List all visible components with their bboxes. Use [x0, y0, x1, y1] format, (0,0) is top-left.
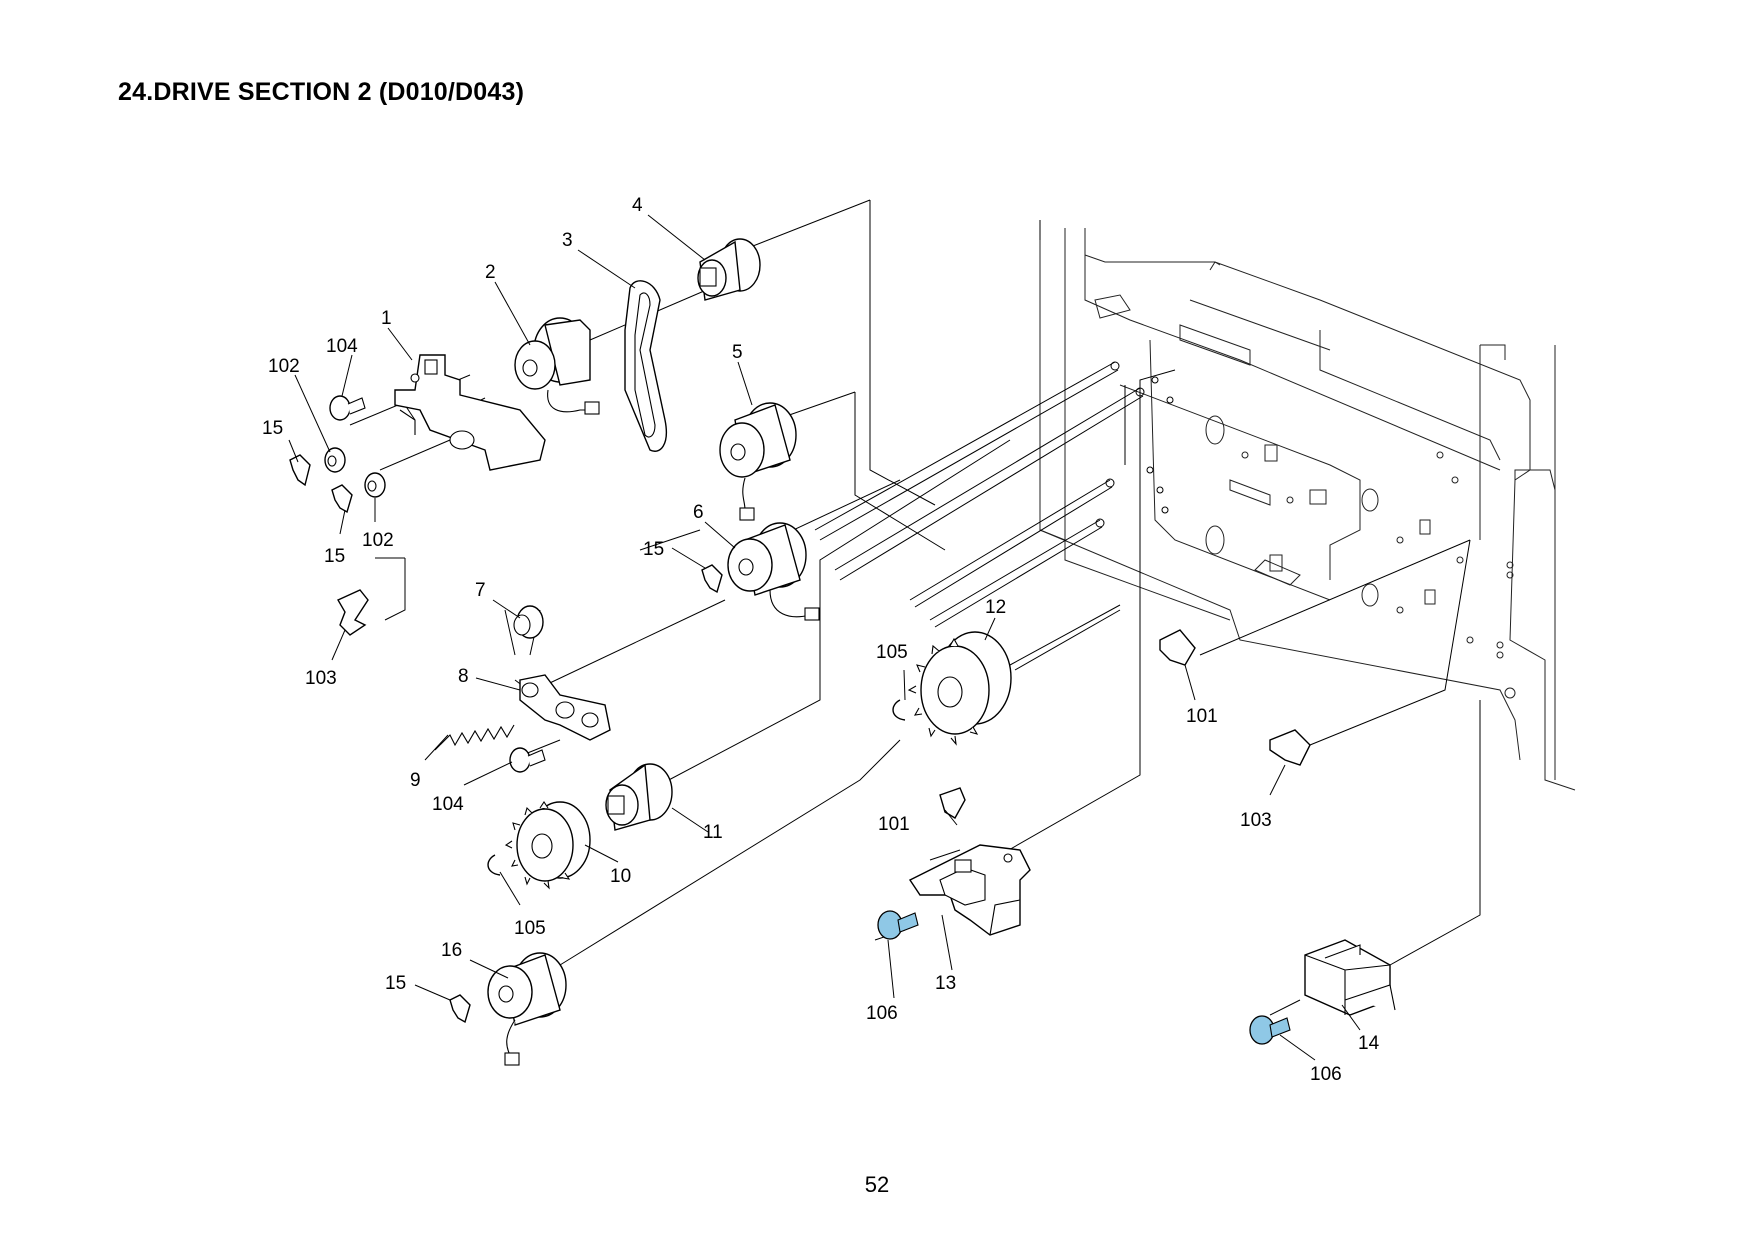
callout-6: 6 [693, 502, 704, 523]
callout-16: 16 [441, 940, 462, 961]
callout-102-b: 102 [362, 530, 394, 551]
callout-103-b: 103 [1240, 810, 1272, 831]
callout-102-a: 102 [268, 356, 300, 377]
part-9-spring [434, 724, 515, 751]
callout-3: 3 [562, 230, 573, 251]
callout-101-a: 101 [1186, 706, 1218, 727]
callout-5: 5 [732, 342, 743, 363]
callout-105-b: 105 [514, 918, 546, 939]
callout-15-a: 15 [262, 418, 283, 439]
washers [324, 447, 906, 876]
callout-104-b: 104 [432, 794, 464, 815]
callout-15-b: 15 [324, 546, 345, 567]
callout-11: 11 [703, 822, 723, 843]
callout-13: 13 [935, 973, 956, 994]
callout-2: 2 [485, 262, 496, 283]
part-5-motor [719, 402, 797, 521]
page-number: 52 [864, 1172, 890, 1197]
callout-105-a: 105 [876, 642, 908, 663]
part-16-motor [487, 952, 567, 1066]
callout-labels: 1 2 3 4 5 6 7 8 9 10 11 12 13 14 15 15 1… [262, 195, 1380, 1085]
part-7-gear [513, 605, 544, 639]
page-title: 24.DRIVE SECTION 2 (D010/D043) [118, 78, 525, 106]
drive-shafts [814, 361, 1174, 628]
callout-14: 14 [1358, 1033, 1380, 1054]
part-15-clips [289, 454, 723, 1024]
callout-15-d: 15 [385, 973, 406, 994]
part-4-pulley [697, 238, 761, 301]
callout-7: 7 [475, 580, 486, 601]
part-101-103-holders [337, 589, 1311, 819]
callout-103-a: 103 [305, 668, 337, 689]
part-12-gear [907, 631, 1012, 746]
callout-8: 8 [458, 666, 469, 687]
assembly-lines [349, 199, 1481, 1016]
part-104-screws [329, 395, 546, 773]
callout-106-a: 106 [866, 1003, 898, 1024]
callout-106-b: 106 [1310, 1064, 1342, 1085]
callout-101-b: 101 [878, 814, 910, 835]
callout-9: 9 [410, 770, 421, 791]
part-10-gear [504, 801, 591, 890]
part-11-pulley [605, 763, 673, 831]
part-14-solenoid [1304, 939, 1396, 1016]
part-1-bracket [394, 354, 546, 471]
part-6-motor [727, 522, 820, 621]
callout-104-a: 104 [326, 336, 358, 357]
part-3-timing-belt [624, 280, 667, 452]
callout-1: 1 [381, 308, 392, 329]
part-8-tension-bracket [519, 674, 611, 741]
part-2-motor [514, 317, 600, 415]
part-106-screws-highlighted [877, 910, 1291, 1045]
part-13-bracket [908, 844, 1031, 936]
machine-frame [1039, 228, 1576, 791]
callout-15-c: 15 [643, 539, 664, 560]
callout-4: 4 [632, 195, 643, 216]
callout-12: 12 [985, 597, 1006, 618]
callout-10: 10 [610, 866, 631, 887]
leader-lines [288, 214, 1361, 1061]
